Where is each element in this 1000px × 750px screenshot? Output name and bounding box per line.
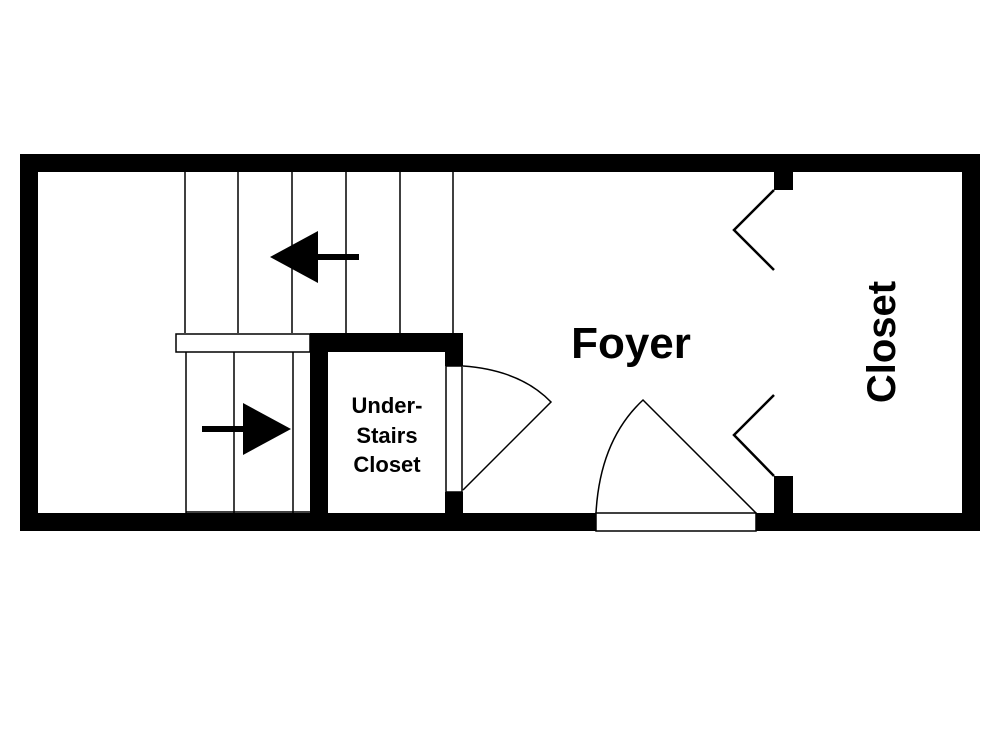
closet-bifold-door-top[interactable]	[732, 189, 775, 271]
under-stairs-label-line: Stairs	[356, 423, 417, 448]
closet-label: Closet	[860, 281, 904, 403]
under-stairs-door[interactable]	[462, 365, 553, 491]
under-stairs-label-line: Under-	[352, 393, 423, 418]
under-stairs-closet-walls	[310, 333, 463, 531]
exterior-walls	[20, 154, 980, 531]
closet-bifold-door-bottom[interactable]	[732, 394, 775, 477]
upper-stair-treads	[184, 172, 454, 333]
under-stairs-door-jamb	[445, 365, 463, 493]
foyer-label: Foyer	[571, 319, 691, 368]
arrow-left-icon	[270, 231, 359, 283]
stair-landing-rail	[175, 333, 311, 353]
under-stairs-label-line: Closet	[353, 452, 421, 477]
arrow-right-icon	[202, 403, 291, 455]
lower-stair-treads	[185, 352, 310, 513]
under-stairs-closet-label: Under- Stairs Closet	[352, 393, 423, 477]
front-door[interactable]	[595, 398, 757, 514]
front-door-threshold	[595, 512, 757, 532]
closet-partition	[774, 172, 793, 513]
